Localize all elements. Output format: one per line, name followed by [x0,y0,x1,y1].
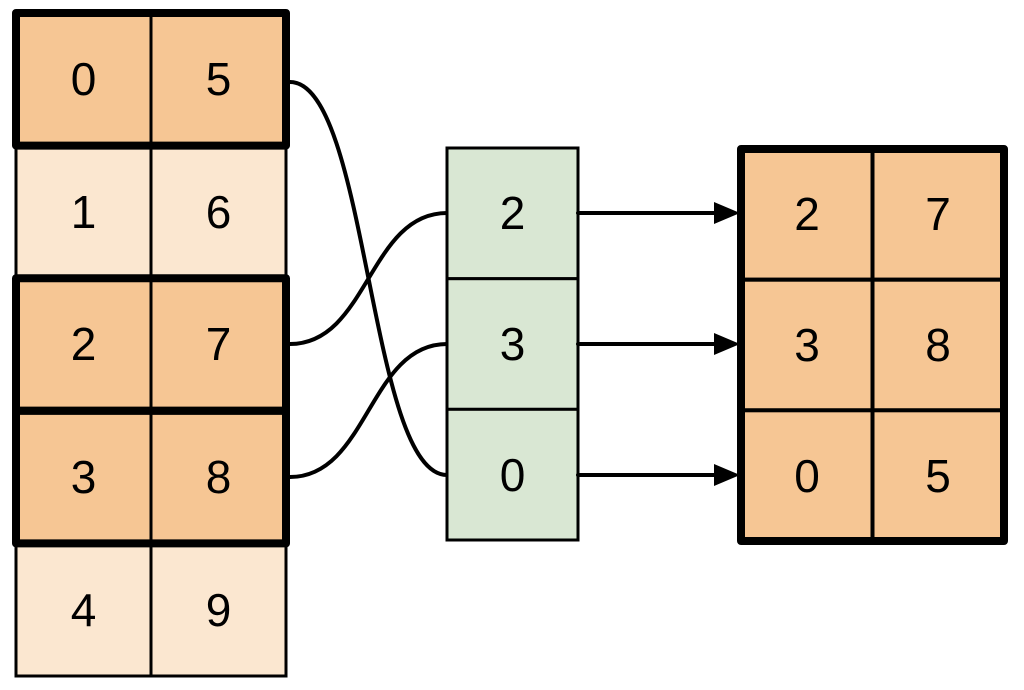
source-cell-r0c1-value: 5 [206,53,232,105]
curve-connector-row2-to-index2 [288,211,449,346]
source-cell-r4c1-value: 9 [206,584,232,636]
source-cell-r4c0-value: 4 [71,584,97,636]
result-table-row-1: 3 8 [739,277,1006,413]
result-table-row-2: 0 5 [739,408,1006,543]
source-table-row-4: 4 9 [14,541,288,678]
source-table: 0 5 1 6 2 7 3 8 [12,9,290,678]
result-cell-r1c0-value: 3 [794,319,820,371]
source-table-row-3: 3 8 [14,409,288,545]
source-table-row-0: 0 5 [14,11,288,148]
result-cell-r2c0 [739,408,875,543]
index-cell-1-value: 3 [500,318,526,370]
result-cell-r1c1 [870,277,1006,413]
source-cell-r1c1-value: 6 [206,186,232,238]
result-cell-r2c0-value: 0 [794,450,820,502]
source-cell-r0c0 [14,11,153,148]
result-cell-r2c1 [870,408,1006,543]
result-table-row-0: 2 7 [739,147,1006,282]
source-cell-r2c1 [149,276,288,413]
result-cell-r0c0-value: 2 [794,188,820,240]
arrow-index1-to-result1 [576,333,740,355]
source-cell-r0c1 [149,11,288,148]
result-arrows [576,202,740,486]
arrowhead-icon [714,333,740,355]
source-cell-r4c0 [14,541,153,678]
source-table-row-1: 1 6 [14,144,288,280]
result-cell-r1c1-value: 8 [925,319,951,371]
index-cell-0-value: 2 [500,187,526,239]
arrow-index2-to-result2 [576,464,740,486]
source-cell-r2c0-value: 2 [71,318,97,370]
source-cell-r4c1 [149,541,288,678]
source-cell-r1c1 [149,144,288,280]
arrowhead-icon [714,464,740,486]
source-cell-r0c0-value: 0 [71,53,97,105]
index-cell-2-value: 0 [500,449,526,501]
arrowhead-icon [714,202,740,224]
arrow-index0-to-result0 [576,202,740,224]
curve-connectors [288,80,449,479]
index-column: 2 3 0 [445,146,580,542]
curve-connector-row3-to-index3 [288,342,449,479]
result-cell-r2c1-value: 5 [925,450,951,502]
source-cell-r3c0-value: 3 [71,451,97,503]
source-cell-r3c1-value: 8 [206,451,232,503]
result-cell-r0c1-value: 7 [925,188,951,240]
source-cell-r1c0-value: 1 [71,186,97,238]
source-table-row-2: 2 7 [14,276,288,413]
index-cell-2 [445,407,580,542]
index-cell-0 [445,146,580,281]
highlight-outline-row-3 [12,406,290,548]
highlight-outline-row-0 [12,9,290,150]
source-cell-r2c1-value: 7 [206,318,232,370]
result-table: 2 7 3 8 0 5 [737,145,1008,545]
result-table-outline [737,145,1008,545]
source-cell-r3c1 [149,409,288,545]
